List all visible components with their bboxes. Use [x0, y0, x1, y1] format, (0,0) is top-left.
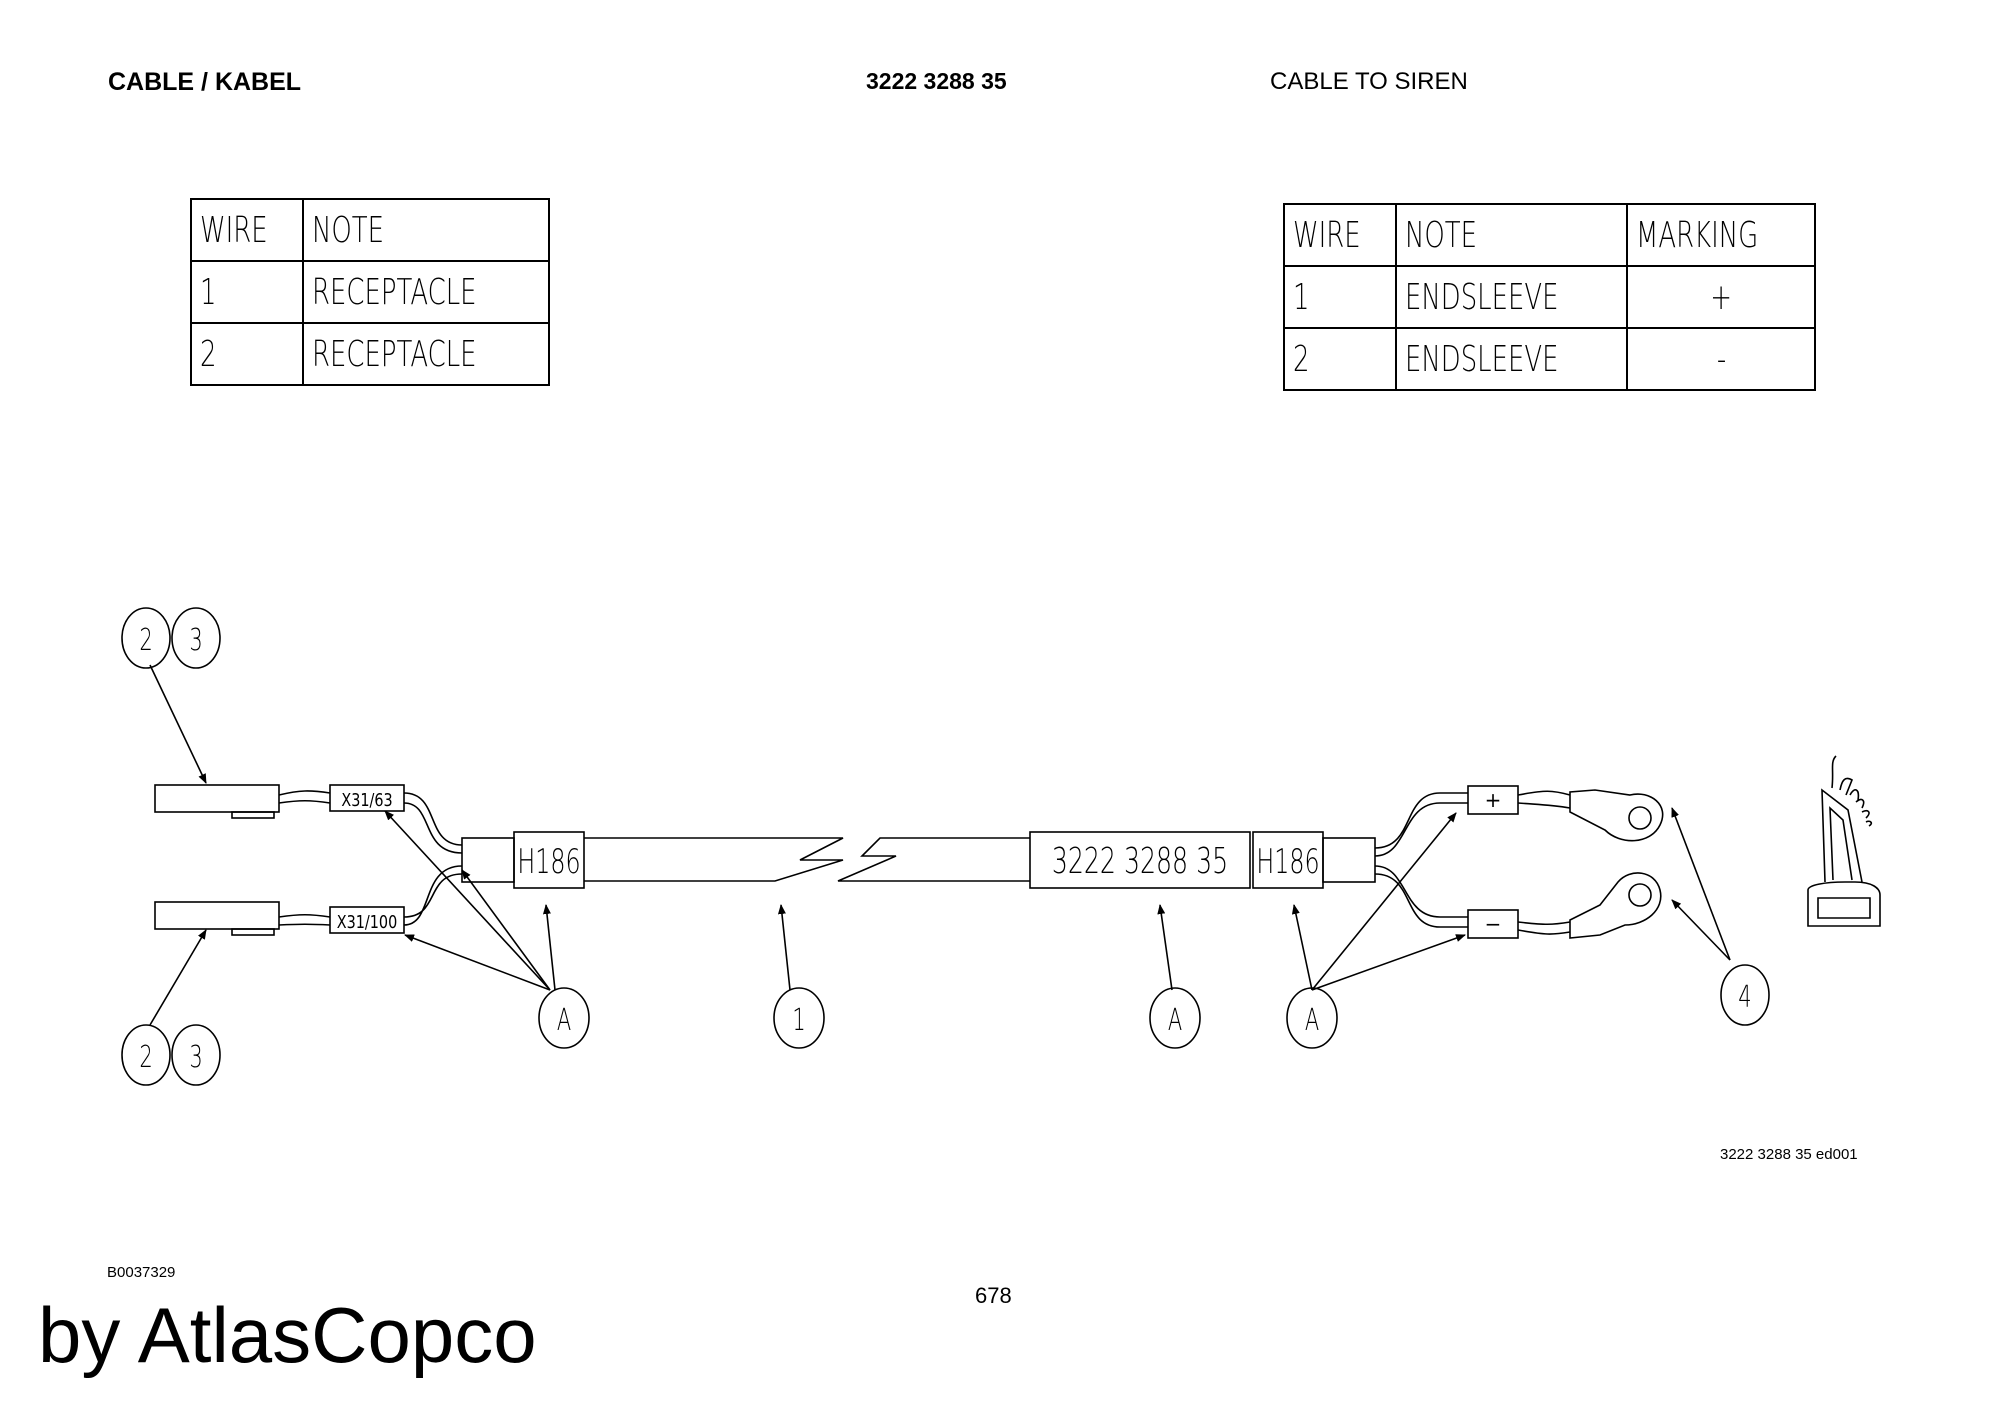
- ring-lug-minus-hole: [1628, 883, 1652, 907]
- balloon-one-text: 1: [792, 1003, 805, 1038]
- receptacle-bottom: [154, 901, 280, 930]
- leader-a2-label: [1157, 904, 1173, 991]
- wire-table-left: WIRE NOTE 1 RECEPTACLE 2 RECEPTACLE: [190, 198, 551, 386]
- document-code: B0037329: [107, 1264, 176, 1281]
- leader-a1-marker-bottom: [404, 934, 551, 991]
- leader-a1-sleeve: [542, 904, 556, 991]
- table-header-cell: MARKING: [1626, 203, 1816, 267]
- leader-a3-sleeve: [1291, 904, 1313, 991]
- endsleeve-plus-text: +: [1485, 788, 1502, 812]
- balloon-four: [1720, 964, 1770, 1026]
- sleeve-left: [513, 831, 585, 889]
- table-cell: 2: [1283, 327, 1397, 391]
- table-cell: 1: [1283, 265, 1397, 329]
- table-cell: ENDSLEEVE: [1394, 265, 1629, 329]
- table-row: 1 ENDSLEEVE +: [1283, 265, 1816, 329]
- cable-label-box: [1029, 831, 1251, 889]
- balloon-a3-text: A: [1305, 1003, 1319, 1038]
- balloon-a1: [538, 987, 590, 1049]
- table-cell: 1: [190, 260, 304, 324]
- table-cell: RECEPTACLE: [301, 260, 551, 324]
- wire-bottom-short: [278, 913, 331, 926]
- table-cell: +: [1626, 265, 1816, 329]
- balloon-bottom-3: [171, 1024, 221, 1086]
- header-part-number: 3222 3288 35: [866, 68, 1007, 94]
- balloon-bottom-3-text: 3: [189, 1040, 202, 1075]
- leader-a1-marker-top: [384, 810, 551, 991]
- cable-label-text: 3222 3288 35: [1052, 841, 1228, 883]
- table-row: 1 RECEPTACLE: [190, 260, 551, 324]
- balloon-bottom-2-text: 2: [139, 1040, 152, 1075]
- receptacle-top: [154, 784, 280, 813]
- balloon-top-3-text: 3: [189, 623, 202, 658]
- wire-bottom-to-jacket: [403, 865, 463, 926]
- balloon-one: [773, 987, 825, 1049]
- table-row: 2 ENDSLEEVE -: [1283, 327, 1816, 391]
- leader-a3-minus: [1311, 934, 1466, 991]
- table-header-cell: WIRE: [1283, 203, 1397, 267]
- leader-bottom-23: [149, 929, 207, 1026]
- leader-one-cable: [777, 904, 791, 991]
- table-row: 2 RECEPTACLE: [190, 322, 551, 386]
- crimp-tool-base-inner: [1817, 897, 1871, 919]
- cable-body-right: [837, 837, 1030, 882]
- drawing-reference: 3222 3288 35 ed001: [1720, 1146, 1858, 1163]
- ring-lug-plus: [1569, 789, 1664, 842]
- leader-four-minus: [1671, 899, 1731, 961]
- table-cell: RECEPTACLE: [301, 322, 551, 386]
- cable-jacket-right-end: [1322, 837, 1376, 883]
- endsleeve-minus-text: −: [1485, 912, 1502, 936]
- table-header-cell: NOTE: [301, 198, 551, 262]
- table-header-row: WIRE NOTE MARKING: [1283, 203, 1816, 267]
- leader-a1-jacket: [461, 869, 551, 991]
- cable-jacket-left-end: [461, 837, 515, 883]
- table-cell: ENDSLEEVE: [1394, 327, 1629, 391]
- wire-top-to-jacket: [403, 792, 463, 854]
- marker-top-text: X31/63: [341, 789, 392, 810]
- brand-text: by AtlasCopco: [38, 1291, 537, 1379]
- crimp-tool-handle: [1831, 755, 1873, 827]
- crimp-tool-base: [1807, 881, 1881, 927]
- header-description: CABLE TO SIREN: [1270, 68, 1468, 95]
- balloon-top-2: [121, 607, 171, 669]
- page-number: 678: [975, 1283, 1012, 1308]
- wire-minus: [1374, 865, 1468, 928]
- sleeve-right-text: H186: [1256, 842, 1319, 881]
- crimp-tool-jaw: [1821, 788, 1863, 883]
- wire-plus: [1374, 792, 1468, 857]
- balloon-bottom-2: [121, 1024, 171, 1086]
- wire-top-short: [278, 790, 331, 804]
- leader-four-plus: [1671, 807, 1731, 961]
- ring-lug-plus-hole: [1628, 806, 1652, 830]
- table-header-row: WIRE NOTE: [190, 198, 551, 262]
- ring-lug-minus: [1569, 872, 1662, 939]
- endsleeve-minus: [1467, 909, 1519, 939]
- header-left: CABLE / KABEL: [108, 68, 302, 96]
- receptacle-top-latch: [231, 811, 275, 819]
- wire-table-right: WIRE NOTE MARKING 1 ENDSLEEVE + 2 ENDSLE…: [1283, 203, 1816, 391]
- marker-bottom-text: X31/100: [337, 911, 397, 932]
- balloon-top-3: [171, 607, 221, 669]
- table-header-cell: NOTE: [1394, 203, 1629, 267]
- table-cell: 2: [190, 322, 304, 386]
- balloon-a3: [1286, 987, 1338, 1049]
- cable-body-left: [584, 837, 844, 882]
- wire-plus-to-lug: [1517, 790, 1571, 809]
- marker-bottom: [329, 906, 405, 934]
- balloon-four-text: 4: [1738, 980, 1751, 1015]
- balloon-top-2-text: 2: [139, 623, 152, 658]
- balloon-a2-text: A: [1168, 1003, 1182, 1038]
- endsleeve-plus: [1467, 785, 1519, 815]
- wire-minus-to-lug: [1517, 921, 1571, 935]
- table-header-cell: WIRE: [190, 198, 304, 262]
- table-cell: -: [1626, 327, 1816, 391]
- sleeve-left-text: H186: [517, 842, 580, 881]
- balloon-a1-text: A: [557, 1003, 571, 1038]
- leader-a3-plus: [1311, 812, 1457, 991]
- receptacle-bottom-latch: [231, 928, 275, 936]
- balloon-a2: [1149, 987, 1201, 1049]
- leader-top-23: [149, 664, 207, 784]
- marker-top: [329, 784, 405, 812]
